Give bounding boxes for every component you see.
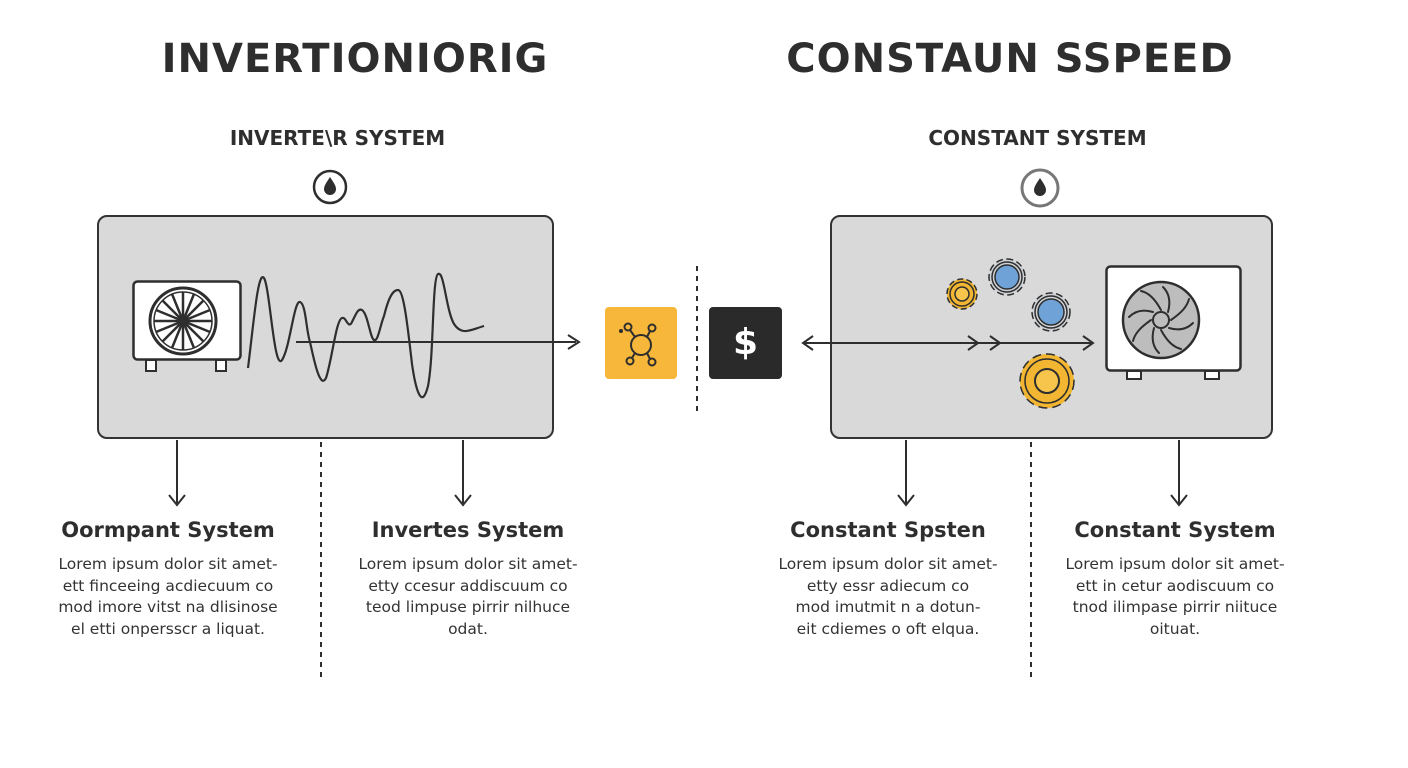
right-system-label: CONSTANT SYSTEM (928, 126, 1147, 150)
gear-icon (946, 278, 978, 310)
water-drop-icon (1020, 168, 1060, 208)
gear-icon (1019, 353, 1075, 409)
left-col2-title: Invertes System (371, 518, 565, 542)
right-col1-text: Lorem ipsum dolor sit amet- etty essr ad… (778, 555, 998, 638)
center-divider (696, 266, 698, 412)
right-col2-text: Lorem ipsum dolor sit amet- ett in cetur… (1065, 555, 1285, 638)
dollar-tile[interactable]: $ (709, 307, 782, 379)
water-drop-icon (312, 169, 348, 205)
gear-icon (1031, 292, 1071, 332)
fan-unit-icon (1105, 265, 1242, 380)
flow-arrow (801, 335, 1095, 351)
right-main-title: CONSTAUN SSPEED (786, 36, 1234, 82)
gear-icon (988, 258, 1026, 296)
left-col1-title: Oormpant System (61, 518, 275, 542)
variable-waveform-icon (246, 272, 581, 399)
left-col2-text: Lorem ipsum dolor sit amet- etty ccesur … (358, 555, 578, 638)
right-col1-title: Constant Spsten (790, 518, 986, 542)
connectors (168, 440, 1188, 682)
left-system-label: INVERTE\R SYSTEM (229, 126, 446, 150)
fan-unit-icon (132, 280, 242, 372)
right-col2-title: Constant System (1074, 518, 1276, 542)
molecule-icon[interactable] (605, 307, 677, 379)
dollar-icon: $ (732, 322, 759, 363)
left-col1-text: Lorem ipsum dolor sit amet- ett finceein… (58, 555, 278, 638)
left-main-title: INVERTIONIORIG (161, 36, 549, 82)
